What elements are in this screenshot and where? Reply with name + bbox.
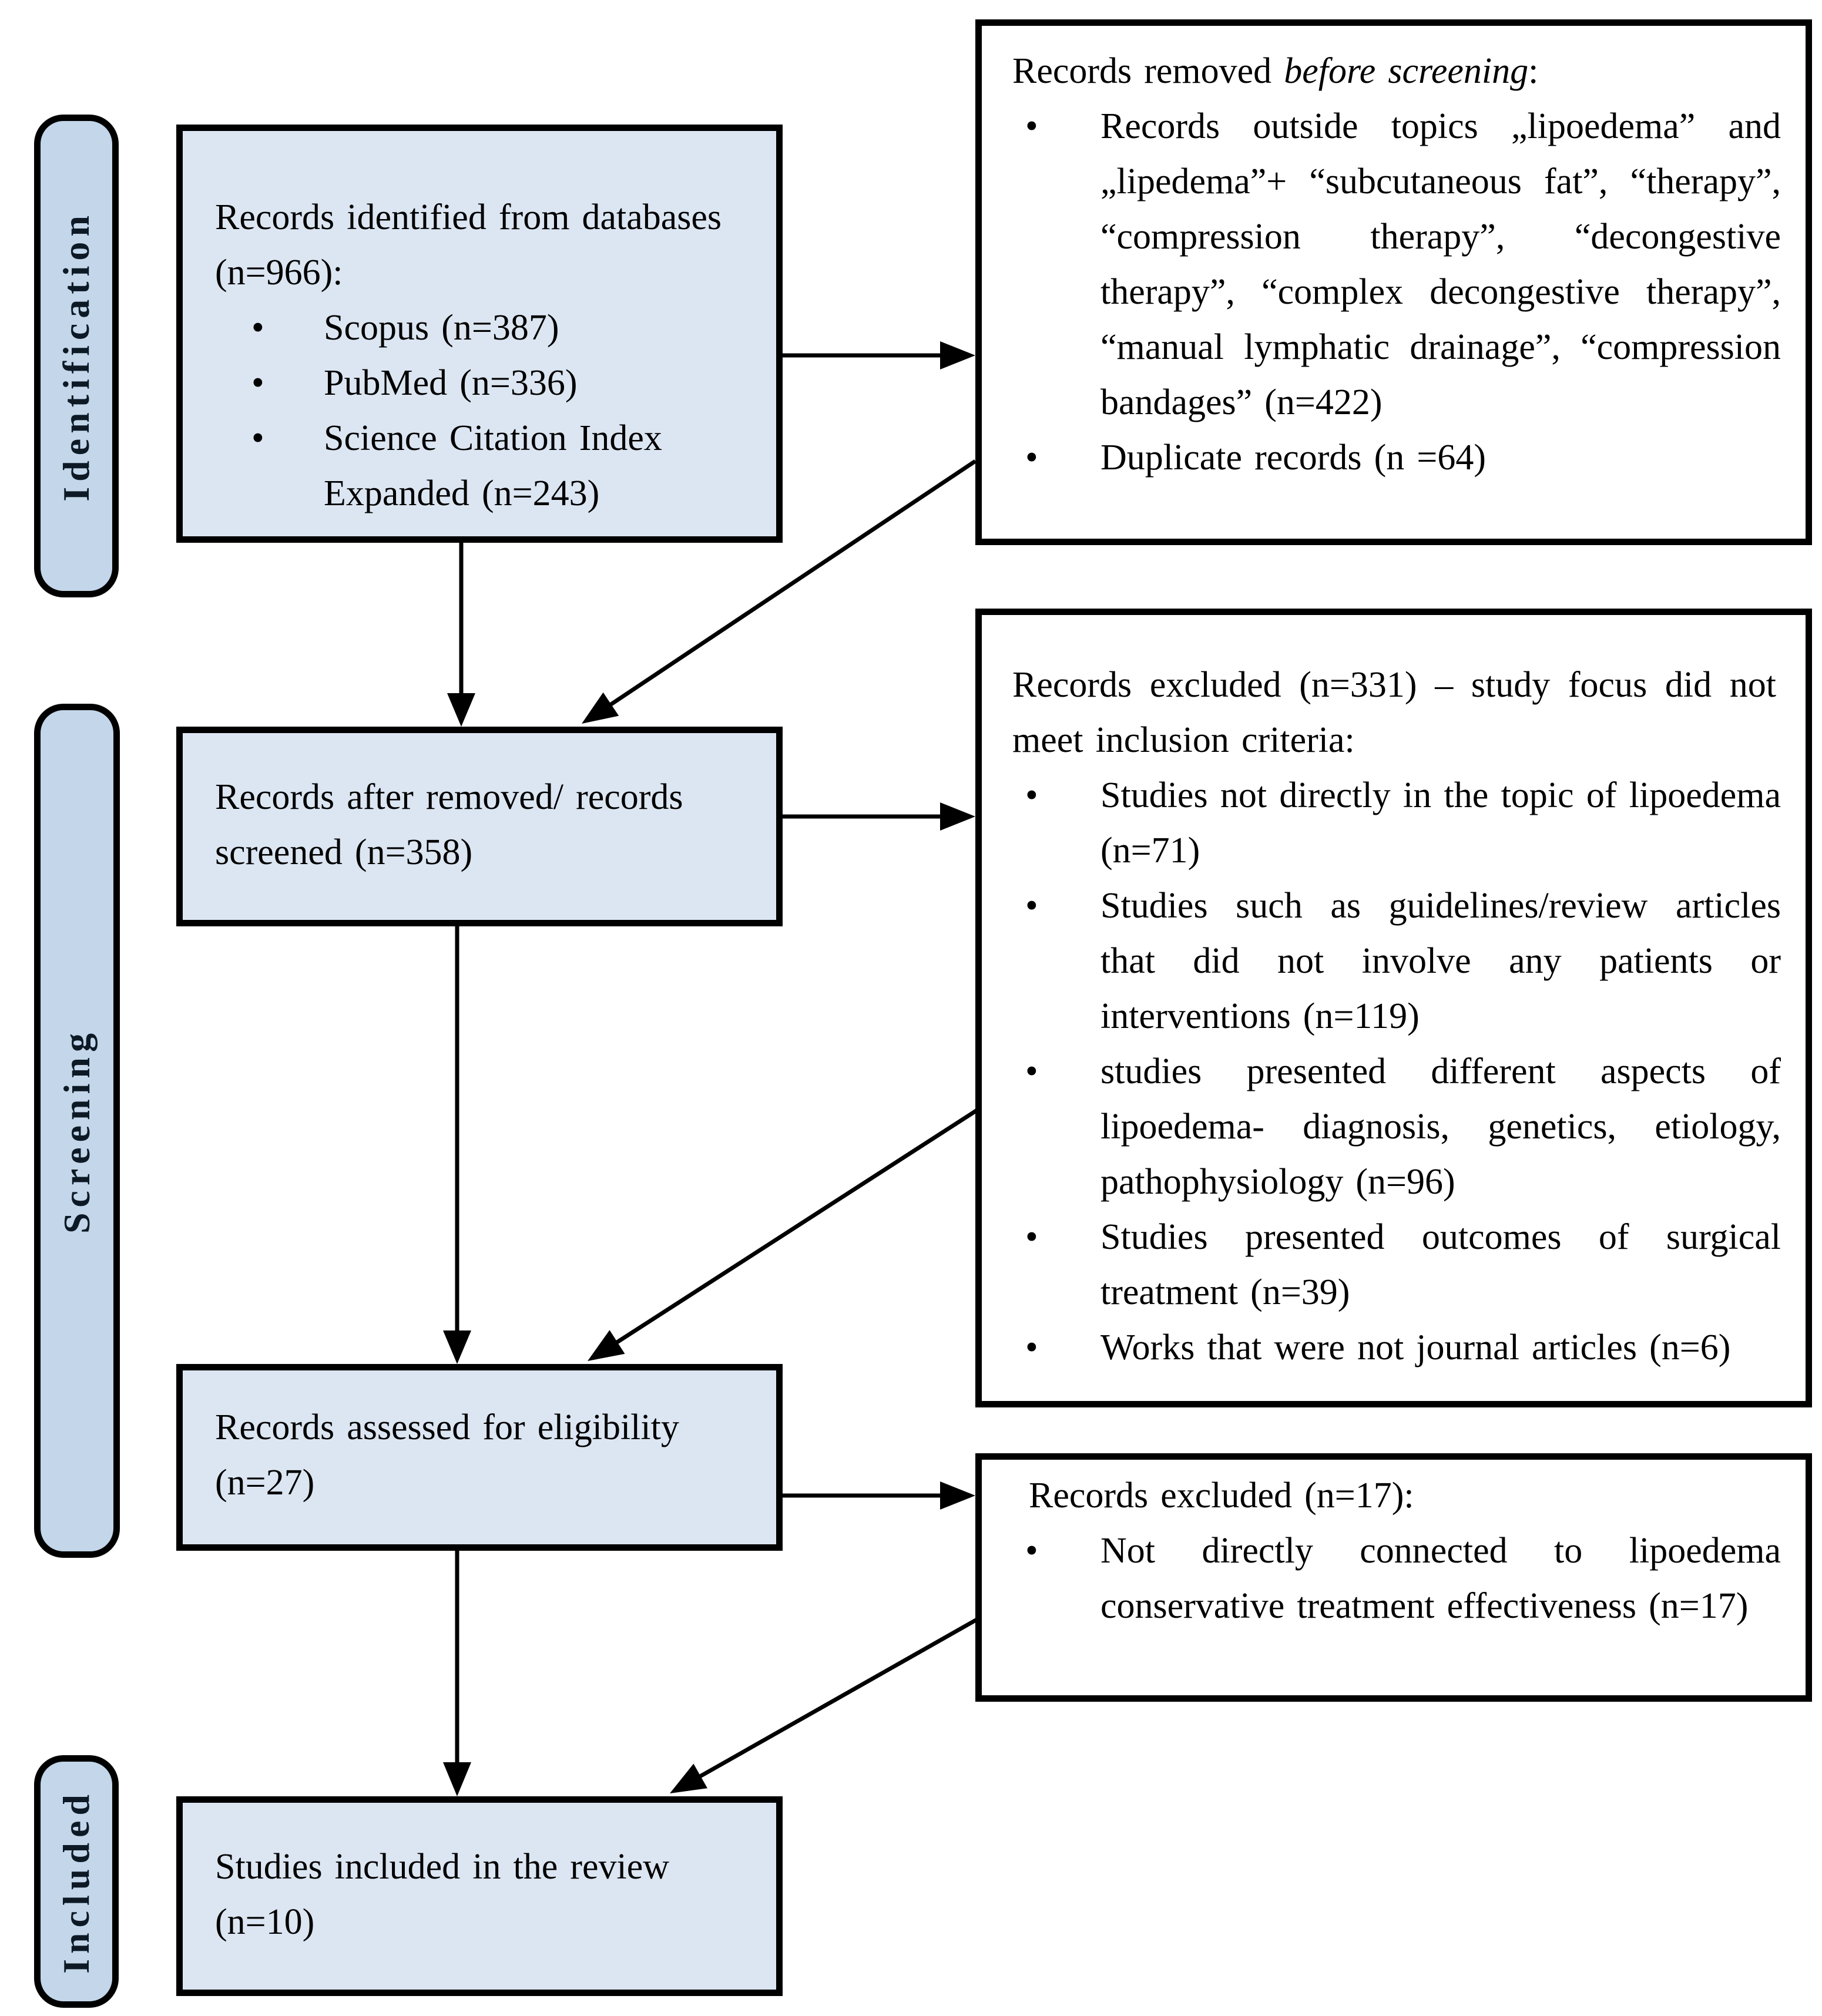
box-records-assessed: Records assessed for eligibility (n=27) [176,1364,783,1551]
header-italic-text: before screening [1284,51,1529,91]
box-studies-included-text: Studies included in the review (n=10) [215,1847,670,1942]
list-item: • Studies such as guidelines/review arti… [1012,878,1781,1044]
bullet-icon: • [251,363,264,403]
list-item-text: studies presented different aspects of l… [1100,1051,1781,1202]
list-item-text: PubMed (n=336) [324,363,578,403]
bullet-icon: • [1025,775,1038,815]
box-excluded-331-header: Records excluded (n=331) – study focus d… [1012,665,1776,760]
box-records-excluded-17: Records excluded (n=17): • Not directly … [975,1453,1812,1702]
arrow-removed-to-screened-diagonal [582,459,977,724]
box-excluded-17-header: Records excluded (n=17): [1029,1476,1414,1516]
box-records-excluded-331: Records excluded (n=331) – study focus d… [975,609,1812,1407]
list-item: • Scopus (n=387) [215,300,744,355]
list-item: • Records outside topics „lipoedema” and… [1012,99,1781,430]
list-item-text: Works that were not journal articles (n=… [1100,1328,1731,1367]
arrow-screened-to-excluded [783,802,975,831]
list-item-text: Not directly connected to lipoedema cons… [1100,1531,1781,1626]
stage-label-screening: Screening [34,704,120,1558]
box-studies-included: Studies included in the review (n=10) [176,1796,783,1996]
bullet-icon: • [1025,1531,1038,1571]
list-item: • Studies not directly in the topic of l… [1012,768,1781,878]
list-item: • Not directly connected to lipoedema co… [1012,1523,1781,1634]
arrow-excluded17-to-included-diagonal [670,1613,985,1793]
bullet-icon: • [251,418,264,458]
arrow-excluded-to-assessed-diagonal [588,1105,984,1361]
arrow-assessed-to-excluded17 [783,1481,975,1510]
list-item-text: Records outside topics „lipoedema” and „… [1100,106,1781,422]
list-item: • Duplicate records (n =64) [1012,430,1781,485]
box-records-assessed-text: Records assessed for eligibility (n=27) [215,1407,679,1503]
header-text: : [1528,51,1539,91]
arrow-assessed-to-included [443,1551,471,1796]
bullet-icon: • [1025,106,1038,146]
box-records-screened-text: Records after removed/ records screened … [215,777,683,872]
box-records-screened: Records after removed/ records screened … [176,727,783,926]
list-item-text: Duplicate records (n =64) [1100,438,1486,478]
box-records-removed-before-screening: Records removed before screening: • Reco… [975,19,1812,545]
list-item: • PubMed (n=336) [215,355,744,411]
bullet-icon: • [1025,438,1038,478]
stage-label-included: Included [34,1755,119,2008]
list-item-text: Scopus (n=387) [324,308,559,348]
stage-label-text: Included [55,1789,97,1974]
list-item-text: Studies presented outcomes of surgical t… [1100,1217,1781,1312]
box-records-identified: Records identified from databases (n=966… [176,125,783,543]
list-item-text: Studies such as guidelines/review articl… [1100,886,1781,1036]
box-records-identified-text: Records identified from databases (n=966… [215,197,722,293]
bullet-icon: • [1025,886,1038,926]
bullet-icon: • [1025,1217,1038,1257]
list-item-text: Studies not directly in the topic of lip… [1100,775,1781,871]
bullet-icon: • [251,308,264,348]
list-item: • studies presented different aspects of… [1012,1044,1781,1209]
stage-label-identification: Identification [34,115,119,597]
arrow-screened-to-assessed [443,926,471,1364]
list-item: • Studies presented outcomes of surgical… [1012,1209,1781,1320]
stage-label-text: Screening [56,1027,98,1234]
box-removed-header: Records removed before screening: [1012,43,1781,99]
bullet-icon: • [1025,1328,1038,1367]
header-text: Records removed [1012,51,1284,91]
list-item: • Works that were not journal articles (… [1012,1320,1781,1375]
bullet-icon: • [1025,1051,1038,1091]
list-item-text: Science Citation Index Expanded (n=243) [324,418,662,513]
list-item: • Science Citation Index Expanded (n=243… [215,411,744,521]
arrow-identified-to-screened [447,543,475,727]
arrow-identified-to-removed [783,341,975,369]
stage-label-text: Identification [55,210,97,502]
